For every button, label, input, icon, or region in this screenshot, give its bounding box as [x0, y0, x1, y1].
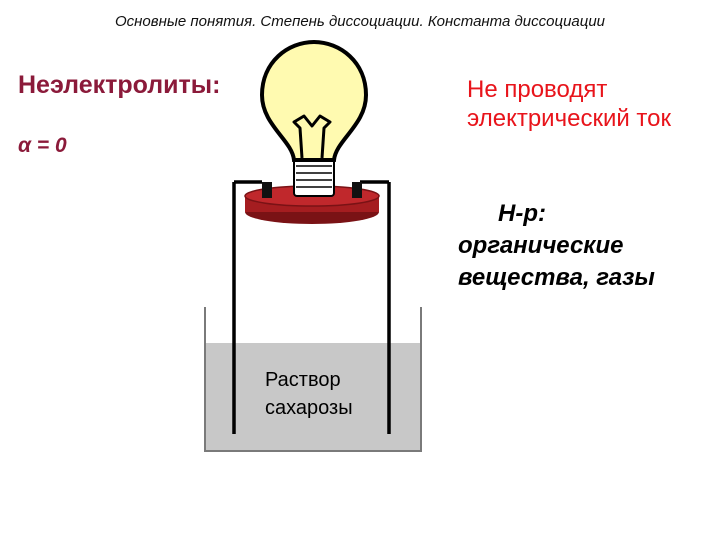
- slide-header: Основные понятия. Степень диссоциации. К…: [114, 13, 606, 30]
- bulb-filament: [292, 114, 332, 159]
- left-terminal: [262, 182, 272, 198]
- right-terminal: [352, 182, 362, 198]
- solution-label: Раствор сахарозы: [265, 369, 353, 419]
- beaker-icon: [204, 307, 422, 452]
- bulb-neck: [293, 157, 335, 197]
- examples-text: органические вещества, газы: [458, 232, 655, 291]
- alpha-formula: α = 0: [18, 134, 67, 157]
- beaker-outline: [204, 307, 422, 452]
- examples-lead: Н-р:: [498, 200, 546, 227]
- electrodes-icon: [232, 180, 391, 434]
- light-bulb-icon: [244, 39, 380, 224]
- property-text: Не проводят электрический ток: [467, 76, 671, 132]
- term-heading: Неэлектролиты:: [18, 71, 221, 99]
- examples-block: Н-р: органические вещества, газы: [458, 198, 708, 294]
- bulb-glass: [259, 39, 369, 162]
- solution-liquid: [205, 343, 421, 451]
